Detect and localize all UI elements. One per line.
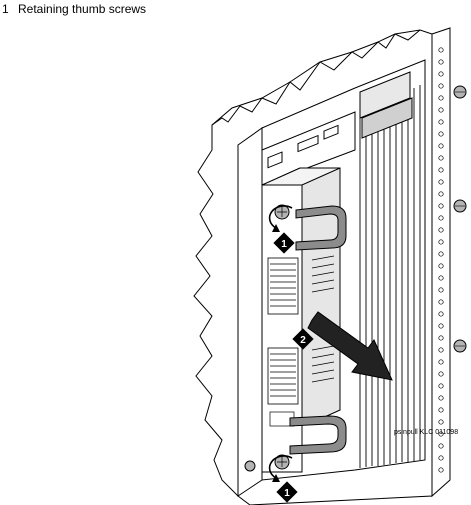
removal-arrow-icon xyxy=(307,311,393,381)
rail-holes xyxy=(438,47,444,473)
top-rotate-arrow-icon xyxy=(268,205,293,229)
rail-knob-icon xyxy=(453,85,467,353)
figure-code: psinpull KLC 011098 xyxy=(394,429,459,436)
connector-panel xyxy=(261,111,356,186)
top-rotate-arrowhead-icon xyxy=(272,224,280,232)
side-vents xyxy=(311,255,335,383)
mounting-screw-icon xyxy=(244,460,256,472)
card-faceplate xyxy=(359,71,411,119)
card-faceplate xyxy=(361,97,413,139)
callout-removal-label: 2 xyxy=(300,335,306,346)
connector-port xyxy=(297,134,319,153)
bottom-rotate-arrow-icon xyxy=(268,455,293,479)
cabinet-side-panel xyxy=(237,127,263,497)
top-thumb-screw-icon[interactable] xyxy=(274,204,290,220)
callout-diamond-bottom: 1 xyxy=(276,481,298,503)
fan-grille xyxy=(267,257,299,405)
callout-diamond-removal: 2 xyxy=(292,328,314,350)
connector-port xyxy=(323,124,339,140)
bottom-handle[interactable] xyxy=(289,415,347,455)
legend-number: 1 xyxy=(2,2,9,16)
connector-port xyxy=(267,151,283,169)
cabinet-torn-top xyxy=(211,29,421,126)
bottom-rotate-arrowhead-icon xyxy=(272,474,280,482)
right-rail xyxy=(431,27,451,498)
callout-top-label: 1 xyxy=(281,239,287,250)
legend-text: Retaining thumb screws xyxy=(18,2,147,16)
power-supply-faceplate xyxy=(261,184,303,473)
bottom-thumb-screw-icon[interactable] xyxy=(274,454,290,470)
callout-diamond-top: 1 xyxy=(273,232,295,254)
callout-bottom-label: 1 xyxy=(284,488,290,499)
legend: 1 Retaining thumb screws xyxy=(2,2,146,16)
top-handle[interactable] xyxy=(295,205,347,251)
circuit-card-slots xyxy=(359,85,421,468)
